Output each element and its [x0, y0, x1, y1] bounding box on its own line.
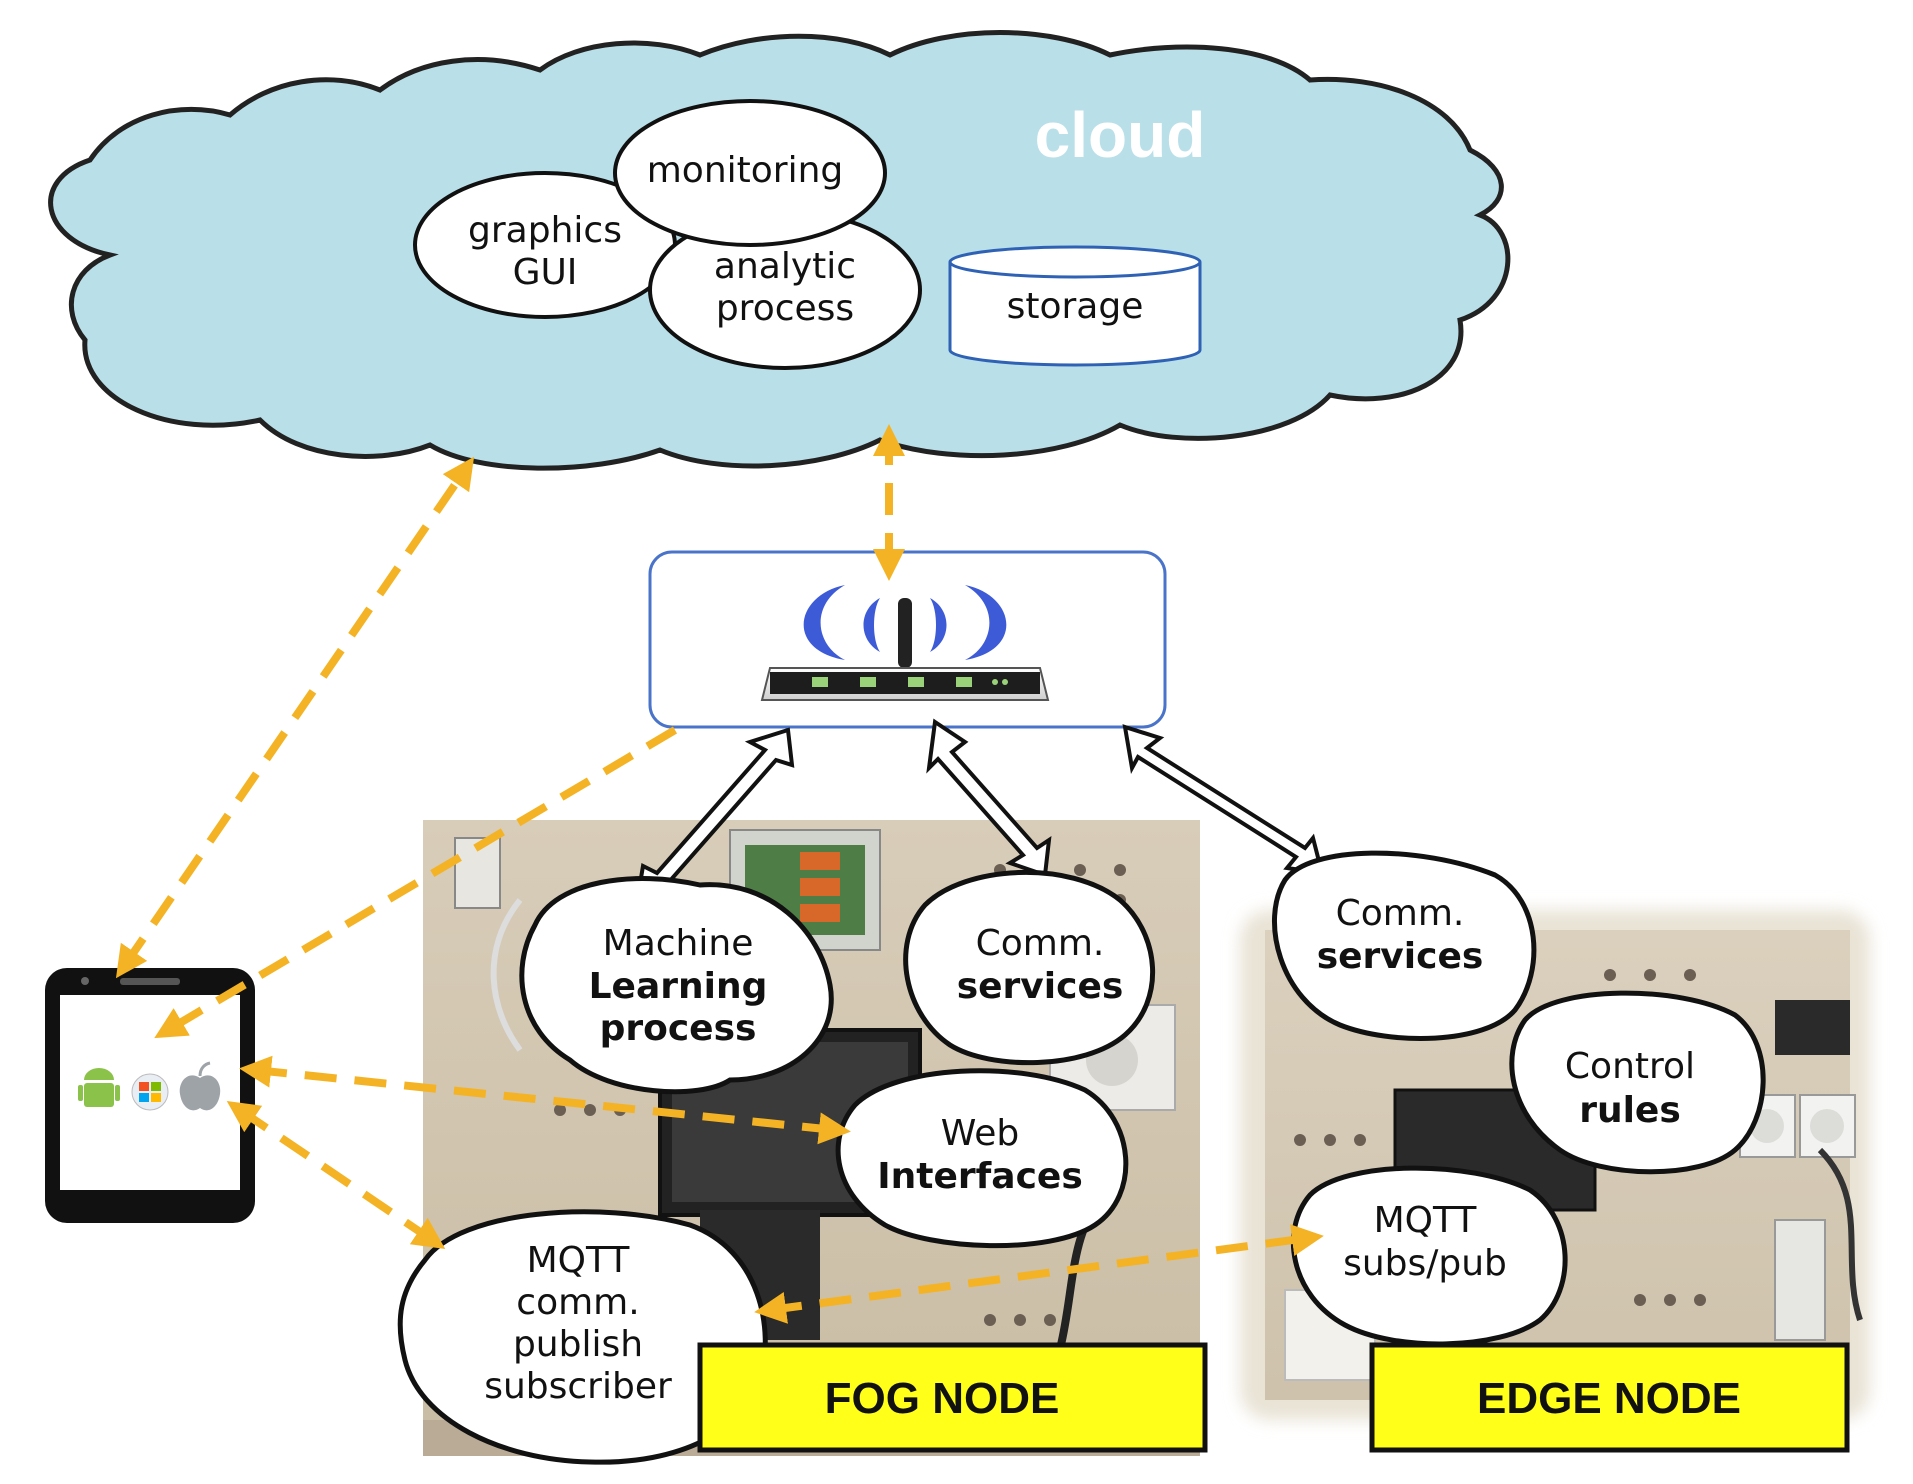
- bubble-line: process: [600, 1008, 757, 1049]
- router-box: [648, 550, 1167, 729]
- apple-icon: [179, 1061, 221, 1111]
- storage-cylinder: storage: [948, 245, 1202, 367]
- bubble-line: publish: [513, 1324, 643, 1365]
- android-icon: [78, 1068, 120, 1107]
- fog-bubbles: Machine Learning process Comm. services …: [397, 870, 1155, 1465]
- bubble-line: Interfaces: [877, 1156, 1083, 1197]
- router-icon: [760, 585, 1050, 701]
- bubble-line: Comm.: [1336, 893, 1465, 934]
- edge-node-label: EDGE NODE: [1369, 1342, 1850, 1453]
- mqtt-subs-pub-bubble: MQTT subs/pub: [1290, 1165, 1568, 1347]
- bubble-line: MQTT: [1374, 1200, 1478, 1241]
- edge-node-label-text: EDGE NODE: [1477, 1374, 1741, 1423]
- bubble-line: graphics: [468, 210, 622, 251]
- fog-node-label-text: FOG NODE: [825, 1374, 1060, 1423]
- bubble-line: Learning: [589, 966, 768, 1007]
- bubble-line: analytic: [714, 246, 856, 287]
- cloud-title: cloud: [1035, 99, 1206, 171]
- fog-node-label: FOG NODE: [697, 1342, 1208, 1453]
- storage-label: storage: [1007, 286, 1144, 327]
- fog-comm-services-bubble: Comm. services: [903, 870, 1155, 1066]
- web-interfaces-bubble: Web Interfaces: [835, 1068, 1129, 1249]
- bubble-line: Web: [941, 1113, 1020, 1154]
- bubble-line: comm.: [516, 1282, 639, 1323]
- cloud: cloud graphics GUI analytic process moni…: [48, 30, 1511, 471]
- windows-icon: [131, 1073, 169, 1111]
- bubble-line: rules: [1579, 1090, 1681, 1131]
- bubble-line: Machine: [603, 923, 754, 964]
- bubble-line: monitoring: [647, 150, 844, 191]
- bubble-line: subs/pub: [1343, 1243, 1507, 1284]
- dashed-arrows: [115, 424, 1324, 1324]
- arrow-phone-mqtt: [226, 1101, 446, 1249]
- bubble-line: subscriber: [484, 1366, 672, 1407]
- bubble-line: services: [1317, 936, 1484, 977]
- graphics-gui-bubble: graphics GUI: [413, 171, 677, 319]
- machine-learning-bubble: Machine Learning process: [519, 876, 834, 1095]
- arrow-mqtt-mqtt: [754, 1224, 1324, 1324]
- monitoring-bubble: monitoring: [613, 99, 887, 247]
- smartphone-icon: [45, 968, 255, 1223]
- control-rules-bubble: Control rules: [1509, 990, 1766, 1175]
- bubble-line: process: [716, 288, 854, 329]
- bubble-line: GUI: [513, 252, 578, 293]
- analytic-process-bubble: analytic process: [648, 210, 922, 370]
- edge-comm-services-bubble: Comm. services: [1271, 850, 1537, 1042]
- bubble-line: Comm.: [976, 923, 1105, 964]
- arrow-phone-cloud: [115, 456, 475, 979]
- bubble-line: MQTT: [527, 1240, 631, 1281]
- bubble-line: Control: [1565, 1046, 1695, 1087]
- mqtt-comm-bubble: MQTT comm. publish subscriber: [397, 1209, 768, 1465]
- bubble-line: services: [957, 966, 1124, 1007]
- edge-bubbles: Comm. services Control rules MQTT subs/p…: [1271, 850, 1766, 1347]
